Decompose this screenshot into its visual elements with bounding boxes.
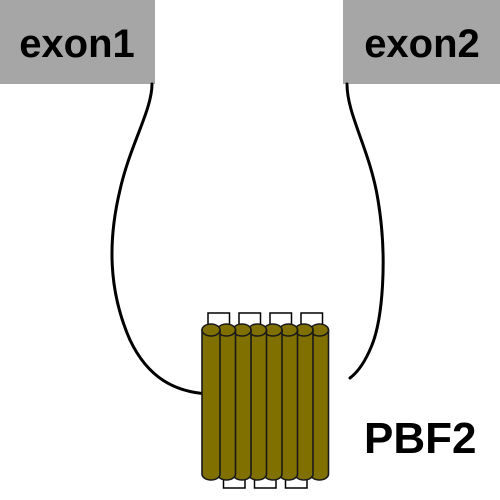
helix-cylinder <box>201 323 221 481</box>
exon1-label: exon1 <box>19 22 135 66</box>
exon2-box: exon2 <box>343 0 500 84</box>
exon1-box-rect <box>0 0 155 84</box>
pbf2-protein <box>201 312 330 489</box>
exon2-label: exon2 <box>364 22 480 66</box>
intron-loop-line <box>110 82 210 396</box>
helix-cylinder <box>216 323 237 481</box>
helix-body <box>201 329 221 481</box>
intron-loop-line-right <box>345 82 385 380</box>
helix-top-cap <box>201 323 221 337</box>
exon2-box-rect <box>343 0 500 84</box>
exon1-box: exon1 <box>0 0 155 84</box>
pbf2-label: PBF2 <box>364 414 476 463</box>
